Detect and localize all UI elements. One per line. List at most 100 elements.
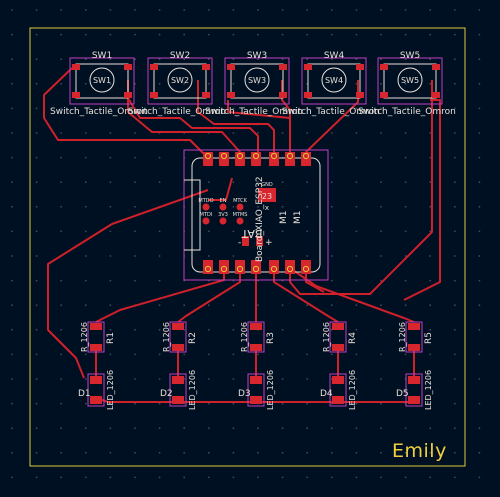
resistor-ref: R2 — [188, 332, 198, 344]
grid-dot — [84, 451, 87, 454]
grid-dot — [134, 476, 136, 479]
grid-dot — [257, 9, 259, 11]
grid-dot — [330, 82, 333, 85]
grid-dot — [207, 353, 210, 356]
grid-dot — [134, 328, 136, 331]
module-bottom-pad — [251, 260, 261, 274]
grid-dot — [109, 255, 112, 257]
grid-dot — [207, 82, 210, 85]
grid-dot — [281, 402, 284, 405]
grid-dot — [134, 156, 136, 159]
grid-dot — [478, 156, 481, 159]
grid-dot — [330, 255, 333, 257]
grid-dot — [134, 205, 136, 208]
grid-dot — [35, 107, 38, 110]
grid-dot — [109, 328, 112, 331]
led-courtyard — [169, 373, 187, 407]
module-bottom-pad-hole — [270, 265, 278, 273]
grid-dot — [60, 328, 63, 331]
grid-dot — [330, 156, 333, 159]
resistor-ref: R3 — [266, 332, 276, 344]
grid-dot — [60, 9, 63, 11]
grid-dot — [183, 9, 186, 11]
switch-pad — [304, 64, 312, 70]
led-pad — [90, 376, 102, 384]
led-pad — [90, 396, 102, 404]
grid-dot — [355, 427, 358, 430]
module-top-pad-hole — [204, 152, 212, 160]
grid-dot — [453, 353, 456, 356]
grid-dot — [478, 304, 481, 307]
grid-dot — [429, 9, 432, 11]
led-ref: D1 — [78, 389, 91, 399]
grid-dot — [84, 58, 87, 61]
grid-dot — [330, 230, 333, 233]
grid-dot — [281, 427, 284, 430]
grid-dot — [453, 304, 456, 307]
module-bottom-pad-hole — [286, 265, 294, 273]
grid-dot — [429, 378, 432, 380]
grid-dot — [232, 328, 235, 331]
grid-dot — [109, 279, 112, 282]
grid-dot — [380, 279, 382, 282]
led-courtyard — [405, 373, 423, 407]
grid-dot — [11, 476, 13, 479]
pad-label-3v3: 3V3 — [218, 212, 228, 218]
grid-dot — [11, 451, 13, 454]
grid-dot — [109, 107, 112, 110]
switch-outline — [230, 63, 284, 99]
pad-label-mtck: MTCK — [233, 198, 248, 204]
grid-dot — [355, 107, 358, 110]
resistor-pad — [172, 344, 184, 351]
grid-dot — [84, 205, 87, 208]
grid-dot — [207, 451, 210, 454]
grid-dot — [330, 107, 333, 110]
grid-dot — [281, 476, 284, 479]
grid-dot — [35, 205, 38, 208]
grid-dot — [380, 205, 382, 208]
bat-minus-label: - — [238, 238, 241, 248]
grid-dot — [60, 451, 63, 454]
grid-dot — [134, 33, 136, 36]
module-ref: M1 — [279, 211, 289, 225]
switch-courtyard — [224, 57, 290, 105]
grid-dot — [257, 427, 259, 430]
switch-value: Switch_Tactile_Omron — [205, 107, 303, 117]
module-bottom-pad-hole — [236, 265, 244, 273]
grid-dot — [306, 427, 309, 430]
module-m1[interactable]: 23 x MTDO EN MTCK MTDI 3V3 MTMS GND - + … — [183, 149, 329, 281]
grid-dot — [11, 353, 13, 356]
grid-dot — [35, 451, 38, 454]
module-center-pad-mark: x — [265, 204, 269, 212]
grid-dot — [306, 181, 309, 184]
trace — [281, 80, 291, 160]
grid-dot — [306, 9, 309, 11]
grid-dot — [355, 82, 358, 85]
grid-dot — [183, 304, 186, 307]
grid-dot — [429, 304, 432, 307]
grid-dot — [84, 107, 87, 110]
grid — [11, 9, 481, 479]
grid-dot — [453, 107, 456, 110]
grid-dot — [158, 33, 161, 36]
grid-dot — [35, 328, 38, 331]
module-bottom-pad — [235, 260, 245, 274]
module-bottom-pad — [203, 260, 213, 274]
